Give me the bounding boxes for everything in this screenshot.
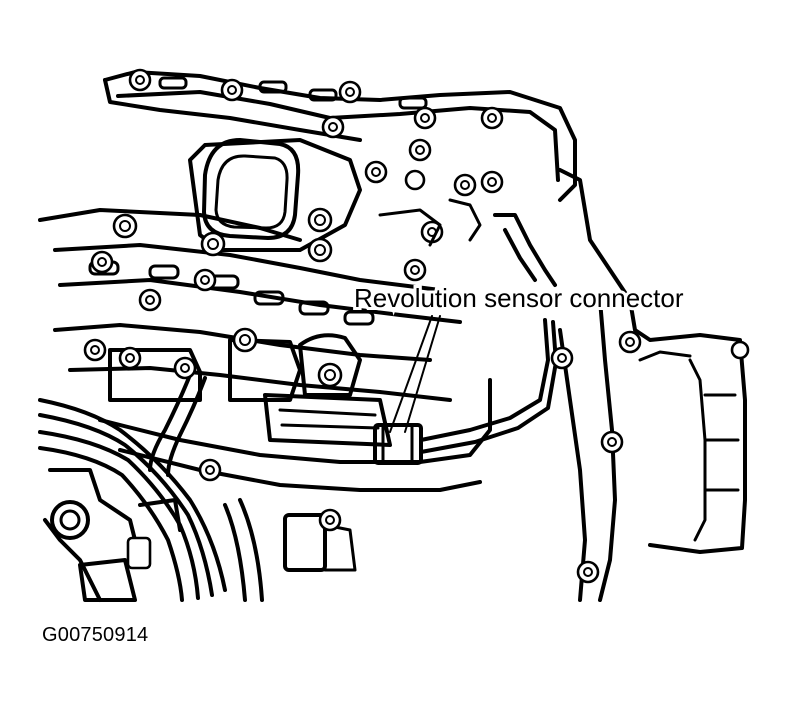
lower-left-components [50, 498, 182, 602]
case-bolts [550, 330, 750, 584]
revolution-sensor-connector [373, 318, 558, 465]
callout-label: Revolution sensor connector [354, 283, 684, 313]
valve-body-housing [38, 208, 492, 602]
transmission-case-right [558, 168, 747, 602]
valve-body-slots [88, 76, 428, 326]
wire-harness-bundle [38, 373, 264, 602]
shift-linkage [378, 198, 557, 287]
callout-leader-lines [389, 315, 441, 433]
figure-id: G00750914 [42, 624, 149, 646]
upper-bolts [128, 68, 504, 197]
